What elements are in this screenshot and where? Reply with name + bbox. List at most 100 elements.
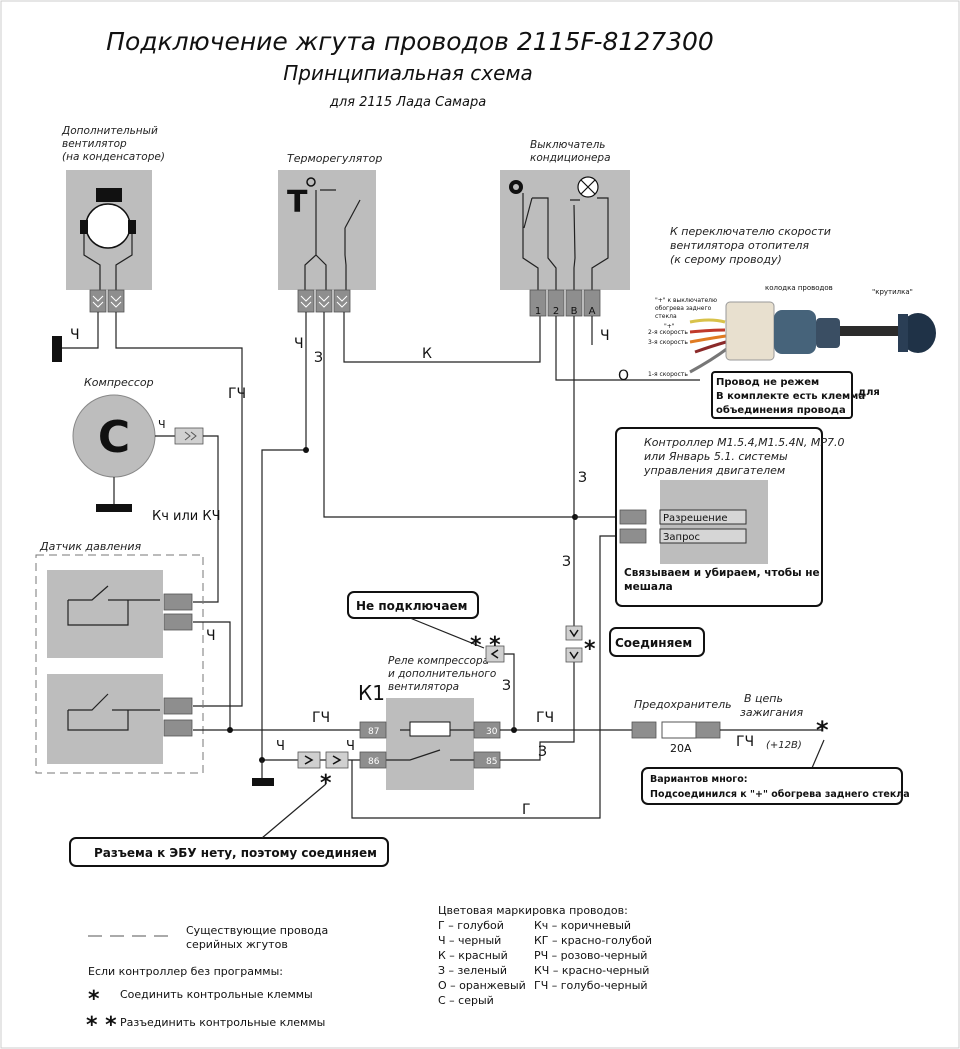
wire-label-ch-ac: Ч xyxy=(600,328,610,344)
wire-label-kch: Кч или КЧ xyxy=(152,509,221,524)
ac-pin-1: 1 xyxy=(535,306,541,317)
ground-symbol-compressor xyxy=(96,504,132,512)
blower-label-3: (к серому проводу) xyxy=(670,253,782,266)
legend-color-o: О – оранжевый xyxy=(438,979,526,992)
photo-label-connector: колодка проводов xyxy=(765,284,833,292)
relay-title-3: вентилятора xyxy=(388,681,459,693)
legend-color-kch: Кч – коричневый xyxy=(534,919,631,932)
star-not-connect: * * xyxy=(470,633,501,658)
legend: Существующие провода серийных жгутов Есл… xyxy=(86,904,652,1038)
ignition-label-2: зажигания xyxy=(740,706,804,719)
legend-color-kch2: КЧ – красно-черный xyxy=(534,964,649,977)
fuse: Предохранитель 20А xyxy=(631,698,732,755)
wire-label-z-relay: З xyxy=(538,744,547,760)
controller-pin-permission: Разрешение xyxy=(663,513,727,524)
ground-symbol-relay xyxy=(252,778,274,786)
legend-join: Соединить контрольные клеммы xyxy=(120,988,313,1001)
pressure-label: Датчик давления xyxy=(39,540,141,553)
ac-switch-label-1: Выключатель xyxy=(530,139,606,151)
callout-no-cut-tail: для xyxy=(858,387,880,398)
legend-color-k: К – красный xyxy=(438,949,508,962)
relay-pin-30: 30 xyxy=(486,727,498,737)
fuse-label: Предохранитель xyxy=(634,698,732,711)
relay-id: К1 xyxy=(358,681,385,705)
photo-label-plus2: "+" xyxy=(664,323,675,330)
wire-label-gch-relay: ГЧ xyxy=(536,710,554,726)
callout-no-ecu-text: Разъема к ЭБУ нету, поэтому соединяем xyxy=(94,846,377,860)
ac-pin-v: В xyxy=(571,306,578,317)
legend-unjoin: Разъединить контрольные клеммы xyxy=(120,1016,325,1029)
legend-color-title: Цветовая маркировка проводов: xyxy=(438,904,628,917)
ignition-voltage: (+12В) xyxy=(766,740,802,751)
legend-color-rch: РЧ – розово-черный xyxy=(534,949,647,962)
callout-not-connect: Не подключаем * * xyxy=(347,591,501,658)
ac-switch: Выключатель кондиционера 1 2 В А xyxy=(500,139,630,317)
relay-k1: Реле компрессора и дополнительного венти… xyxy=(358,655,501,790)
legend-star1: * xyxy=(88,987,100,1012)
star-ignition: * xyxy=(816,716,829,744)
star-ecu: * xyxy=(320,771,332,796)
legend-color-s: С – серый xyxy=(438,994,494,1007)
wire-label-o: О xyxy=(618,368,629,384)
wire-label-ch-fan: Ч xyxy=(70,327,80,343)
callout-variants-2: Подсоединился к "+" обогрева заднего сте… xyxy=(650,789,910,800)
wire-label-ch-thermo: Ч xyxy=(294,336,304,352)
callout-no-ecu: Разъема к ЭБУ нету, поэтому соединяем xyxy=(69,783,389,867)
blower-label-1: К переключателю скорости xyxy=(670,225,831,238)
relay-pin-85: 85 xyxy=(486,757,497,767)
callout-no-cut: Провод не режем В комплекте есть клемма … xyxy=(711,371,880,419)
controller-pin-request: Запрос xyxy=(663,532,700,543)
wire-label-ch-86b: Ч xyxy=(346,739,355,754)
fan-label-1: Дополнительный xyxy=(61,125,158,137)
photo-label-speed2: 2-я скорость xyxy=(648,329,688,336)
photo-label-plus-c: стекла xyxy=(655,313,677,320)
controller-title-3: управления двигателем xyxy=(643,464,785,477)
star-connect: * xyxy=(584,637,596,662)
relay-title-1: Реле компрессора xyxy=(388,655,489,667)
pressure-sensor: Датчик давления xyxy=(35,540,204,774)
callout-no-cut-2: В комплекте есть клемма xyxy=(716,391,865,402)
relay-title-2: и дополнительного xyxy=(388,668,496,680)
photo-label-speed1: 1-я скорость xyxy=(648,371,688,378)
compressor: Компрессор С Ч Кч или КЧ xyxy=(72,376,221,603)
photo-label-plus-b: обогрева заднего xyxy=(655,305,712,312)
callout-not-connect-text: Не подключаем xyxy=(356,599,467,613)
callout-tie-away-2: мешала xyxy=(624,581,673,593)
wire-label-z-ac1: З xyxy=(578,470,587,486)
wire-label-z-nc: З xyxy=(502,678,511,694)
photo-label-speed3: 3-я скорость xyxy=(648,339,688,346)
callout-no-cut-1: Провод не режем xyxy=(716,377,819,388)
blower-switch-photo: К переключателю скорости вентилятора ото… xyxy=(648,225,936,378)
thermometer-icon: T xyxy=(287,185,308,220)
wire-label-z-ac2: З xyxy=(562,554,571,570)
ignition-label-1: В цепь xyxy=(744,692,783,705)
callout-connect-text: Соединяем xyxy=(615,636,692,650)
ac-switch-label-2: кондиционера xyxy=(530,152,611,164)
legend-color-g: Г – голубой xyxy=(438,919,504,932)
wire-label-z-thermo: З xyxy=(314,350,323,366)
controller-title-2: или Январь 5.1. системы xyxy=(644,450,788,463)
fan-label-3: (на конденсаторе) xyxy=(62,151,165,163)
thermoregulator: Терморегулятор T xyxy=(278,152,382,313)
legend-color-gch: ГЧ – голубо-черный xyxy=(534,979,648,992)
callout-no-cut-3: объединения провода xyxy=(716,404,846,416)
fuse-value: 20А xyxy=(670,742,692,755)
diagram-subtitle-2: для 2115 Лада Самара xyxy=(329,95,486,110)
diagram-subtitle: Принципиальная схема xyxy=(283,61,533,85)
wire-label-k: К xyxy=(422,346,432,362)
callout-variants: Вариантов много: Подсоединился к "+" обо… xyxy=(641,767,910,805)
fan-motor-icon xyxy=(85,203,131,249)
wire-label-gch-ign: ГЧ xyxy=(736,734,754,750)
wire-label-ch-comp: Ч xyxy=(158,418,166,431)
additional-fan: Дополнительный вентилятор (на конденсато… xyxy=(61,125,165,313)
relay-pin-87: 87 xyxy=(368,727,379,737)
compressor-letter: С xyxy=(98,412,130,463)
ecu-controller: Контроллер М1.5.4,М1.5.4N, МР7.0 или Янв… xyxy=(615,427,844,607)
diagram-title: Подключение жгута проводов 2115F-8127300 xyxy=(106,27,714,56)
blower-label-2: вентилятора отопителя xyxy=(670,239,809,252)
wire-label-gch-fan: ГЧ xyxy=(228,386,246,402)
legend-color-ch: Ч – черный xyxy=(438,934,501,947)
callout-connect: Соединяем xyxy=(609,627,705,657)
ground-symbol-fan xyxy=(52,336,62,362)
fan-label-2: вентилятор xyxy=(62,138,127,150)
